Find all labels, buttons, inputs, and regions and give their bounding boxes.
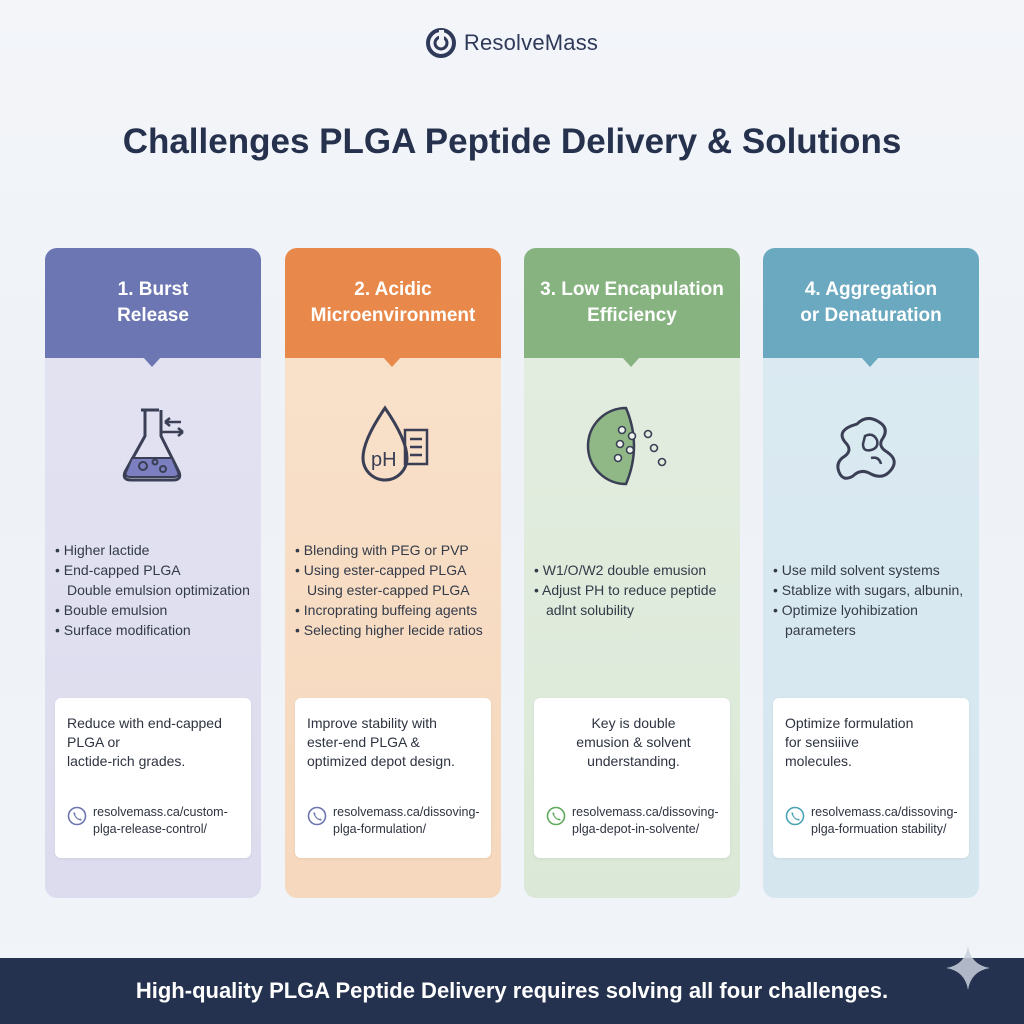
- card-heading-line: or Denaturation: [800, 305, 942, 326]
- note-line: emusion & solvent: [576, 734, 691, 750]
- footer-text: High-quality PLGA Peptide Delivery requi…: [135, 978, 889, 1003]
- bullet-item: Blending with PEG or PVP: [295, 540, 500, 560]
- reference-link[interactable]: resolvemass.ca/dissoving- plga-depot-in-…: [546, 804, 726, 838]
- link-line: resolvemass.ca/custom-: [93, 805, 228, 819]
- card-heading-line: 4. Aggregation: [804, 279, 938, 300]
- phone-icon: [546, 806, 566, 826]
- note-line: understanding.: [587, 753, 680, 769]
- bullet-item: Using ester-capped PLGA: [295, 560, 500, 580]
- link-line: plga-formuation stability/: [811, 822, 947, 836]
- microsphere-icon: [586, 406, 667, 486]
- note-line: lactide-rich grades.: [67, 753, 186, 769]
- flask-icon: [122, 408, 184, 482]
- note-line: ester-end PLGA &: [307, 734, 420, 750]
- bullet-item: Stablize with sugars, albunin,: [773, 580, 978, 600]
- bullet-list: Blending with PEG or PVP Using ester-cap…: [295, 540, 500, 640]
- card-heading-line: 1. Burst: [117, 279, 189, 300]
- bullet-item: Higher lactide: [55, 540, 260, 560]
- reference-link[interactable]: resolvemass.ca/dissoving- plga-formuatio…: [785, 804, 965, 838]
- note-line: molecules.: [785, 753, 852, 769]
- phone-icon: [785, 806, 805, 826]
- resolvemass-logo-icon: [425, 28, 456, 58]
- brand-header: ResolveMass: [0, 28, 1024, 58]
- solution-note: Optimize formulation for sensiiive molec…: [773, 698, 969, 858]
- bullet-item: End-capped PLGA: [55, 560, 260, 580]
- phone-icon: [67, 806, 87, 826]
- note-line: Improve stability with: [307, 715, 437, 731]
- bullet-item: Selecting higher lecide ratios: [295, 620, 500, 640]
- phone-icon: [307, 806, 327, 826]
- bullet-item: Bouble emulsion: [55, 600, 260, 620]
- link-line: resolvemass.ca/dissoving-: [572, 805, 719, 819]
- card-heading-line: Microenvironment: [310, 305, 476, 326]
- page-title: Challenges PLGA Peptide Delivery & Solut…: [122, 122, 902, 161]
- note-line: Key is double: [591, 715, 676, 731]
- solution-note: Key is double emusion & solvent understa…: [534, 698, 730, 858]
- bullet-list: W1/O/W2 double emusion Adjust PH to redu…: [534, 560, 739, 620]
- note-line: PLGA or: [67, 734, 120, 750]
- bullet-item: Optimize lyohibization: [773, 600, 978, 620]
- note-line: for sensiiive: [785, 734, 859, 750]
- link-line: resolvemass.ca/dissoving-: [811, 805, 958, 819]
- solution-note: Improve stability with ester-end PLGA & …: [295, 698, 491, 858]
- bullet-item: Incroprating buffeing agents: [295, 600, 500, 620]
- challenge-card-aggregation-denaturation: 4. Aggregation or Denaturation Use mild s…: [763, 248, 979, 898]
- bullet-item: Adjust PH to reduce peptide: [534, 580, 739, 600]
- bullet-item: Using ester-capped PLGA: [307, 582, 470, 598]
- link-line: plga-release-control/: [93, 822, 207, 836]
- link-line: resolvemass.ca/dissoving-: [333, 805, 480, 819]
- bullet-list: Higher lactide End-capped PLGA Double em…: [55, 540, 260, 640]
- protein-icon: [836, 417, 896, 480]
- card-heading: 4. Aggregation or Denaturation: [763, 248, 979, 358]
- ph-drop-icon: pH: [361, 405, 429, 482]
- card-heading-line: Release: [117, 305, 189, 326]
- reference-link[interactable]: resolvemass.ca/custom- plga-release-cont…: [67, 804, 247, 838]
- link-line: plga-depot-in-solvente/: [572, 822, 700, 836]
- card-heading-line: 2. Acidic: [354, 279, 432, 300]
- card-heading-line: 3. Low Encapulation: [540, 279, 724, 300]
- bullet-item: parameters: [785, 622, 856, 638]
- card-heading-line: Efficiency: [587, 305, 677, 326]
- sparkle-icon: [946, 946, 990, 990]
- reference-link[interactable]: resolvemass.ca/dissoving- plga-formulati…: [307, 804, 487, 838]
- solution-note: Reduce with end-capped PLGA or lactide-r…: [55, 698, 251, 858]
- link-line: plga-formulation/: [333, 822, 427, 836]
- svg-text:pH: pH: [371, 449, 397, 471]
- bullet-list: Use mild solvent systems Stablize with s…: [773, 560, 978, 640]
- bullet-item: W1/O/W2 double emusion: [534, 560, 739, 580]
- note-line: Optimize formulation: [785, 715, 914, 731]
- bullet-item: Use mild solvent systems: [773, 560, 978, 580]
- note-line: optimized depot design.: [307, 753, 455, 769]
- bullet-item: Surface modification: [55, 620, 260, 640]
- brand-name: ResolveMass: [463, 30, 599, 55]
- note-line: Reduce with end-capped: [67, 715, 222, 731]
- bullet-item: adlnt solubility: [546, 602, 634, 618]
- footer-banner: High-quality PLGA Peptide Delivery requi…: [0, 958, 1024, 1024]
- bullet-item: Double emulsion optimization: [67, 582, 250, 598]
